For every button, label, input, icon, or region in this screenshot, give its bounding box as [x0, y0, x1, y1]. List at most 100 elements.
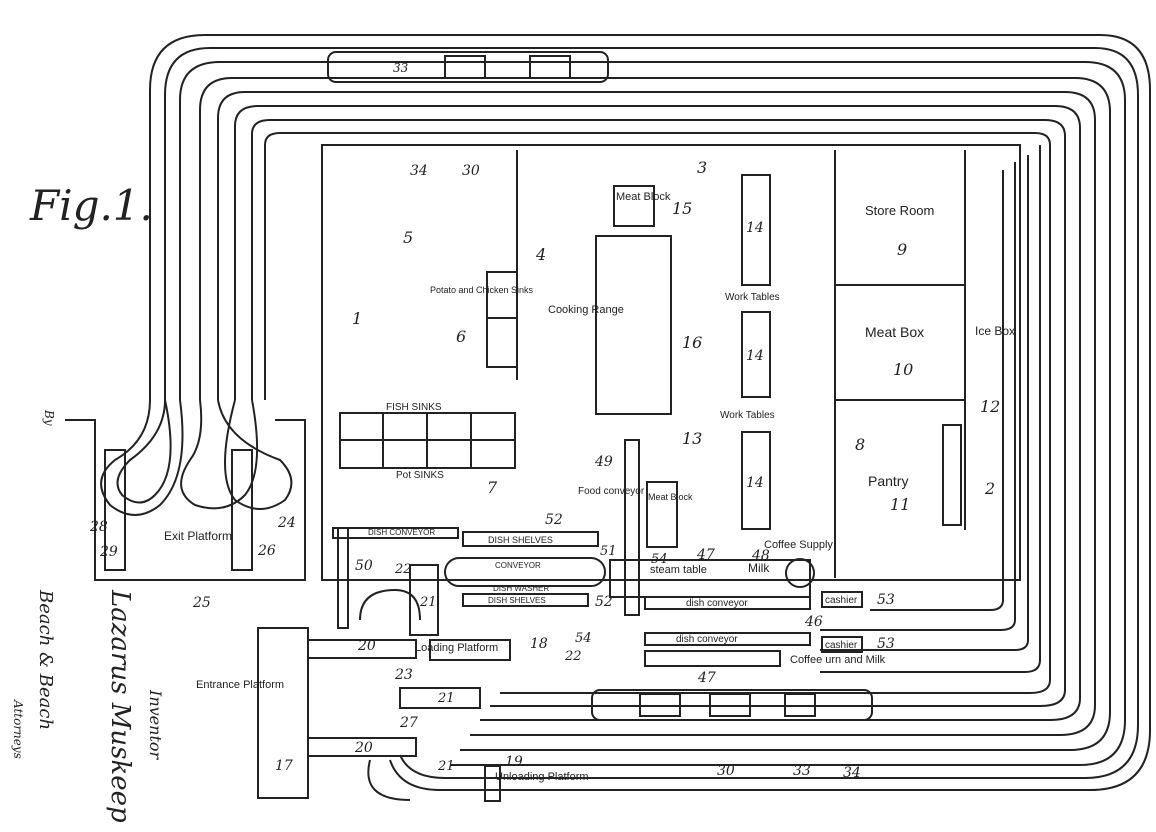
label-21-b: 21	[437, 691, 455, 706]
label-20-bottom: 20	[354, 740, 373, 756]
kitchen-room	[321, 144, 1021, 581]
label-50: 50	[355, 558, 373, 574]
label-52-bottom: 52	[595, 594, 613, 610]
label-22-b: 22	[564, 649, 582, 664]
dish-conveyor-top-label: DISH CONVEYOR	[368, 528, 435, 537]
dish-conveyor-v-box	[337, 527, 349, 629]
label-14-c: 14	[746, 475, 764, 491]
inventor-name: Lazarus Muskeep	[105, 589, 135, 823]
track-11	[820, 162, 1016, 631]
label-26: 26	[257, 543, 276, 559]
label-34-top: 34	[410, 163, 428, 179]
potato-sinks-label: Potato and Chicken Sinks	[430, 285, 534, 295]
track-10	[820, 155, 1029, 651]
label-2: 2	[984, 479, 995, 498]
milk-label: Milk	[748, 561, 770, 575]
meat-box-label: Meat Box	[865, 324, 924, 340]
label-30-bottom: 30	[717, 763, 735, 779]
track-2	[164, 47, 1139, 779]
stair-24	[231, 449, 253, 571]
fish-sinks-label: FISH SINKS	[386, 402, 442, 413]
label-9: 9	[897, 240, 907, 259]
label-6: 6	[456, 327, 466, 346]
building-outline	[65, 144, 1021, 802]
pantry-label: Pantry	[868, 473, 908, 489]
label-17: 17	[275, 758, 293, 774]
label-47-top: 47	[696, 547, 715, 563]
track-9	[820, 145, 1041, 673]
conveyor-label: CONVEYOR	[495, 561, 541, 570]
label-21-a: 21	[419, 595, 437, 610]
label-34-bottom: 34	[843, 765, 861, 781]
platform-21	[399, 687, 481, 709]
stair-28	[104, 449, 126, 571]
conveyor-cars-top	[327, 51, 609, 83]
meat-block-box	[613, 185, 655, 227]
cooking-range-label: Cooking Range	[548, 304, 624, 316]
coffee-urn-circle	[785, 558, 815, 588]
label-47-bottom: 47	[697, 670, 716, 686]
potato-sinks-box	[486, 271, 518, 368]
fig-title: Fig.1.	[29, 181, 153, 230]
cashier-box-1	[821, 591, 863, 608]
by-label: By	[42, 409, 56, 426]
work-table-3	[741, 431, 771, 530]
loading-platform-box	[429, 639, 511, 661]
label-1: 1	[352, 309, 362, 328]
track-3	[179, 61, 1126, 766]
cashier-2-label: cashier	[825, 640, 858, 651]
label-14-a: 14	[746, 220, 764, 236]
label-22-a: 22	[394, 562, 412, 577]
label-49: 49	[594, 454, 613, 470]
label-23: 23	[394, 667, 413, 683]
curve-bottom	[367, 759, 411, 801]
dish-conveyor-box	[332, 527, 459, 539]
dish-shelves-2-label: DISH SHELVES	[488, 596, 546, 605]
label-28: 28	[89, 519, 108, 535]
curve-21	[359, 588, 421, 621]
label-54-top: 54	[651, 552, 668, 567]
car-30-bottom	[709, 693, 751, 717]
car-train-top	[327, 51, 609, 83]
meat-block-2-box	[646, 481, 678, 548]
dish-conveyor-1-box	[644, 596, 811, 610]
meat-block-2-label: Meat Block	[648, 492, 693, 502]
dish-conveyor-2-box	[644, 632, 811, 646]
coffee-urn-row	[644, 650, 781, 667]
cashier-1-label: cashier	[825, 595, 858, 606]
attorneys-label: Attorneys	[11, 699, 25, 759]
left-loop-a	[100, 399, 184, 516]
food-conveyor-box	[624, 439, 640, 616]
platform-20-bottom	[307, 737, 417, 757]
left-loop-c	[180, 399, 259, 510]
label-19: 19	[505, 754, 523, 770]
coffee-supply-label: Coffee Supply	[764, 539, 833, 551]
cashier-box-2	[821, 636, 863, 653]
meat-block-label: Meat Block	[616, 191, 671, 203]
label-8: 8	[855, 435, 865, 454]
work-table-1	[741, 174, 771, 286]
label-15: 15	[672, 199, 692, 218]
label-16: 16	[682, 333, 702, 352]
car-30-top	[444, 55, 486, 79]
car-33-bottom	[784, 693, 816, 717]
platform-20-top	[307, 639, 417, 659]
exit-platform-label: Exit Platform	[164, 529, 232, 543]
attorney-signature: Beach & Beach	[35, 589, 56, 730]
left-loop-b	[116, 399, 172, 504]
label-20-top: 20	[357, 638, 376, 654]
label-7: 7	[487, 478, 498, 497]
unloading-platform-label: Unloading Platform	[495, 771, 589, 783]
cooking-range-box	[595, 235, 672, 415]
conveyor-cars-bottom	[591, 689, 873, 721]
label-12: 12	[980, 397, 1000, 416]
label-4: 4	[535, 245, 546, 264]
car-train-bottom	[591, 689, 873, 721]
coffee-urn-label: Coffee urn and Milk	[790, 654, 886, 666]
label-29: 29	[99, 544, 118, 560]
label-3: 3	[697, 158, 707, 177]
label-33-bottom: 33	[793, 763, 811, 779]
dish-shelves-label: DISH SHELVES	[488, 535, 553, 545]
label-48: 48	[751, 548, 770, 564]
